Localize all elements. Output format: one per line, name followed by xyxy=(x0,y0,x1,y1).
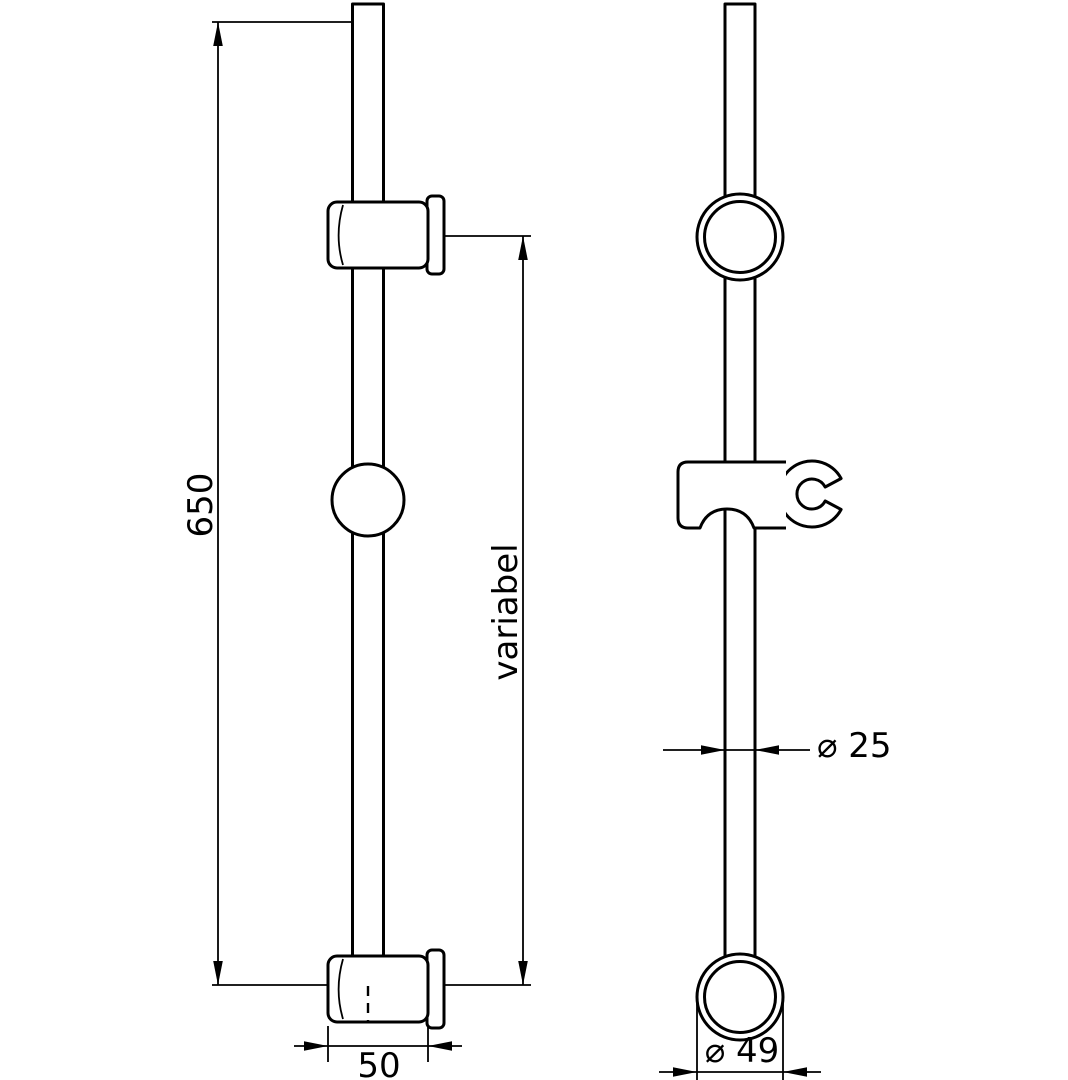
dimension-dia49: ⌀ 49 xyxy=(659,998,821,1080)
rosette-inner-top xyxy=(703,200,777,274)
arrowhead-down xyxy=(213,961,223,985)
front-view: 650 variabel 50 xyxy=(181,2,531,1080)
arrowhead-right xyxy=(673,1067,697,1077)
dimension-dia49-label: ⌀ 49 xyxy=(705,1031,780,1071)
dimension-dia25-label: ⌀ 25 xyxy=(817,726,892,766)
holder-hook xyxy=(777,459,843,529)
dimension-650-label: 650 xyxy=(181,473,221,538)
dimension-50-label: 50 xyxy=(357,1046,400,1080)
arrowhead-left xyxy=(783,1067,807,1077)
dimension-variabel: variabel xyxy=(445,235,531,986)
bracket-flange-top xyxy=(425,194,446,276)
holder-body xyxy=(676,460,786,530)
handset-holder xyxy=(676,459,843,530)
arrowhead-left xyxy=(428,1041,452,1051)
bracket-flange-bottom xyxy=(425,948,446,1030)
bracket-edge-curve-bottom xyxy=(337,958,344,1020)
rosette-inner-bottom xyxy=(703,960,777,1034)
dimension-50: 50 xyxy=(294,1026,462,1080)
bracket-body-top xyxy=(326,200,430,270)
wall-bracket-bottom xyxy=(326,948,446,1030)
slider-knob xyxy=(330,462,406,538)
arrowhead-up xyxy=(518,236,528,260)
wall-bracket-top xyxy=(326,194,446,276)
dimension-650: 650 xyxy=(181,21,352,986)
wall-mount-bottom xyxy=(695,952,785,1042)
bracket-body-bottom xyxy=(326,954,430,1024)
arrowhead-up xyxy=(213,22,223,46)
wall-mount-top xyxy=(695,192,785,282)
arrowhead-left xyxy=(755,745,779,755)
bracket-edge-curve-top xyxy=(337,204,344,266)
arrowhead-right xyxy=(701,745,725,755)
dimension-dia25: ⌀ 25 xyxy=(663,726,892,766)
arrowhead-down xyxy=(518,961,528,985)
arrowhead-right xyxy=(304,1041,328,1051)
side-view: ⌀ 25 ⌀ 49 xyxy=(659,2,892,1080)
dimension-variabel-label: variabel xyxy=(486,543,526,680)
